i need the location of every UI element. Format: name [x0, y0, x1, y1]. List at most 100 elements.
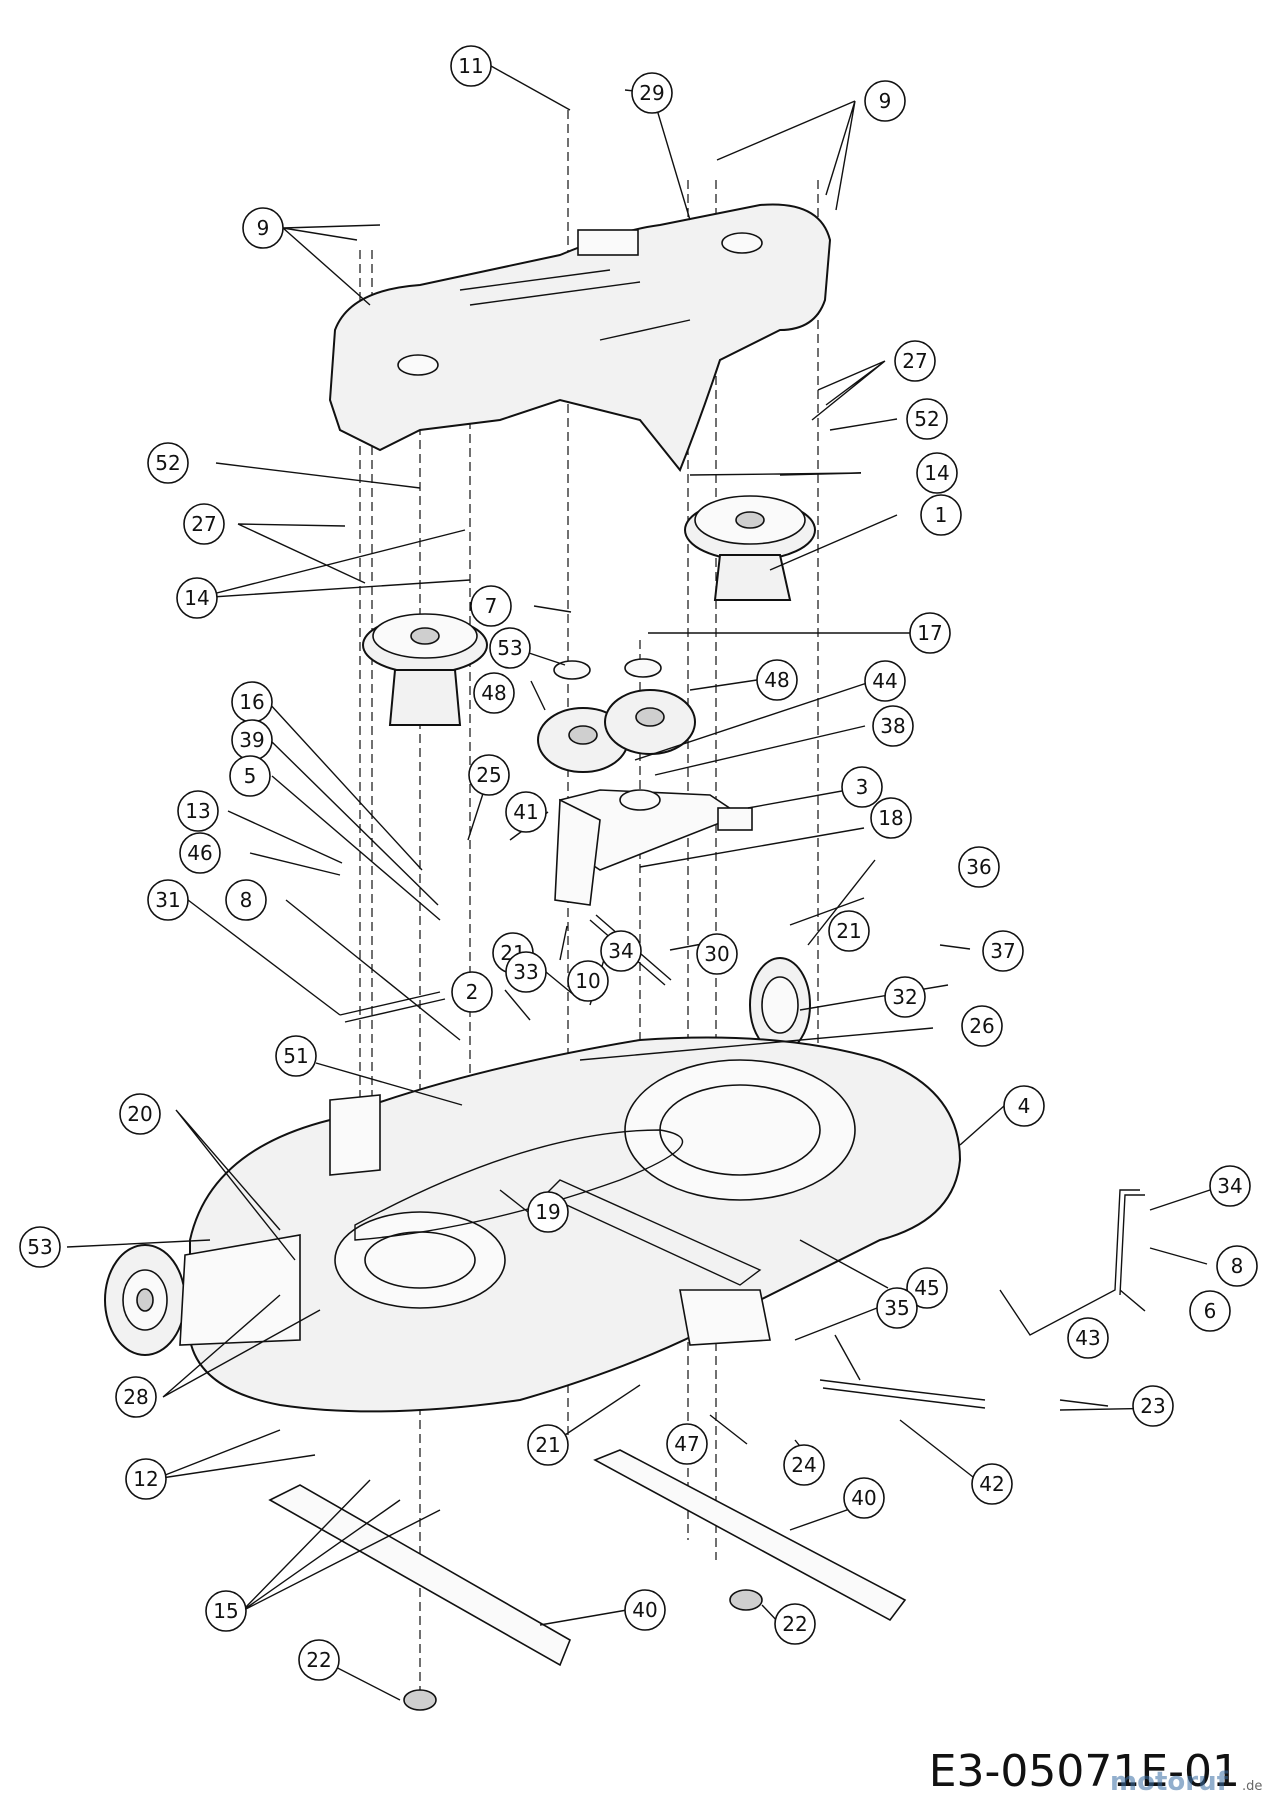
svg-text:40: 40 — [851, 1486, 876, 1510]
svg-text:21: 21 — [535, 1433, 560, 1457]
callout-10: 10 — [567, 960, 609, 1002]
callout-51-right: 52 — [906, 398, 948, 440]
svg-text:13: 13 — [185, 799, 210, 823]
adjustment-rod — [819, 1334, 986, 1409]
callout-20: 20 — [119, 1093, 161, 1135]
svg-text:35: 35 — [884, 1296, 909, 1320]
callout-2: 2 — [451, 971, 493, 1013]
callout-8-right: 8 — [1216, 1245, 1258, 1287]
svg-text:45: 45 — [914, 1276, 939, 1300]
svg-text:22: 22 — [306, 1648, 331, 1672]
callout-50: 51 — [275, 1035, 317, 1077]
callout-47: 47 — [666, 1423, 708, 1465]
callout-24: 24 — [783, 1444, 825, 1486]
spindle-assembly-left — [362, 613, 488, 726]
svg-text:19: 19 — [535, 1200, 560, 1224]
callout-23: 23 — [1132, 1385, 1174, 1427]
spindle-assembly-right — [684, 495, 816, 601]
svg-text:30: 30 — [704, 942, 729, 966]
mower-deck — [189, 1036, 962, 1413]
callout-25: 25 — [468, 754, 510, 796]
callout-19: 19 — [527, 1191, 569, 1233]
watermark-logo: motoruf .de — [1110, 1767, 1262, 1797]
callout-8-left: 8 — [225, 879, 267, 921]
callout-43: 43 — [1067, 1317, 1109, 1359]
svg-text:37: 37 — [990, 939, 1015, 963]
callout-12: 12 — [125, 1458, 167, 1500]
svg-text:29: 29 — [639, 81, 664, 105]
svg-text:27: 27 — [902, 349, 927, 373]
callout-33: 33 — [505, 951, 547, 993]
svg-text:43: 43 — [1075, 1326, 1100, 1350]
callout-53: 53 — [19, 1226, 61, 1268]
callout-9-top-right: 9 — [864, 80, 906, 122]
callout-48-right: 48 — [756, 659, 798, 701]
svg-text:6: 6 — [1204, 1299, 1217, 1323]
svg-text:41: 41 — [513, 800, 538, 824]
callout-41: 41 — [505, 791, 547, 833]
callout-7: 7 — [470, 585, 512, 627]
svg-text:15: 15 — [213, 1599, 238, 1623]
svg-text:5: 5 — [244, 764, 257, 788]
callout-21-upper: 21 — [828, 910, 870, 952]
svg-text:32: 32 — [892, 985, 917, 1009]
callout-3: 3 — [841, 766, 883, 808]
drawing-number: E3-05071E-01 — [929, 1746, 1240, 1797]
svg-text:25: 25 — [476, 763, 501, 787]
svg-text:34: 34 — [608, 939, 633, 963]
svg-text:4: 4 — [1018, 1094, 1031, 1118]
svg-text:31: 31 — [155, 888, 180, 912]
svg-text:16: 16 — [239, 690, 264, 714]
callout-32: 32 — [884, 976, 926, 1018]
watermark-text: motoruf — [1110, 1767, 1229, 1797]
belt-cover — [328, 203, 832, 472]
callout-16: 16 — [231, 681, 273, 723]
callout-27-right: 27 — [894, 340, 936, 382]
callout-29: 29 — [631, 72, 673, 114]
callout-15: 15 — [205, 1590, 247, 1632]
callout-30: 30 — [696, 933, 738, 975]
svg-text:26: 26 — [969, 1014, 994, 1038]
callout-9-left: 9 — [242, 207, 284, 249]
svg-text:21: 21 — [836, 919, 861, 943]
callout-17: 17 — [909, 612, 951, 654]
svg-text:36: 36 — [966, 855, 991, 879]
idler-arm-bracket — [554, 789, 753, 906]
callout-39: 39 — [231, 719, 273, 761]
callout-27-left: 27 — [183, 503, 225, 545]
svg-text:42: 42 — [979, 1472, 1004, 1496]
callout-6: 6 — [1189, 1290, 1231, 1332]
callout-51-left: 52 — [147, 442, 189, 484]
svg-text:12: 12 — [133, 1467, 158, 1491]
callout-45: 45 — [906, 1267, 948, 1309]
svg-text:7: 7 — [485, 594, 498, 618]
callout-18: 18 — [870, 797, 912, 839]
svg-text:39: 39 — [239, 728, 264, 752]
callout-40-left: 40 — [624, 1589, 666, 1631]
svg-text:8: 8 — [1231, 1254, 1244, 1278]
svg-text:23: 23 — [1140, 1394, 1165, 1418]
svg-text:52: 52 — [155, 451, 180, 475]
gauge-wheel-front — [104, 1234, 301, 1356]
svg-text:17: 17 — [917, 621, 942, 645]
svg-text:40: 40 — [632, 1598, 657, 1622]
svg-text:22: 22 — [782, 1612, 807, 1636]
svg-text:10: 10 — [575, 969, 600, 993]
svg-text:1: 1 — [935, 503, 948, 527]
idler-pulleys — [537, 658, 696, 773]
svg-text:27: 27 — [191, 512, 216, 536]
callout-34-mid: 34 — [600, 930, 642, 972]
svg-text:2: 2 — [466, 980, 479, 1004]
svg-text:46: 46 — [187, 841, 212, 865]
svg-text:14: 14 — [184, 586, 209, 610]
callout-40-right: 40 — [843, 1477, 885, 1519]
callout-26: 26 — [961, 1005, 1003, 1047]
callout-11: 11 — [450, 45, 492, 87]
svg-text:28: 28 — [123, 1385, 148, 1409]
callout-22-right: 22 — [774, 1603, 816, 1645]
callout-14-left: 14 — [176, 577, 218, 619]
callout-14-right: 14 — [916, 452, 958, 494]
callout-21-lower: 21 — [527, 1424, 569, 1466]
callout-46: 46 — [179, 832, 221, 874]
